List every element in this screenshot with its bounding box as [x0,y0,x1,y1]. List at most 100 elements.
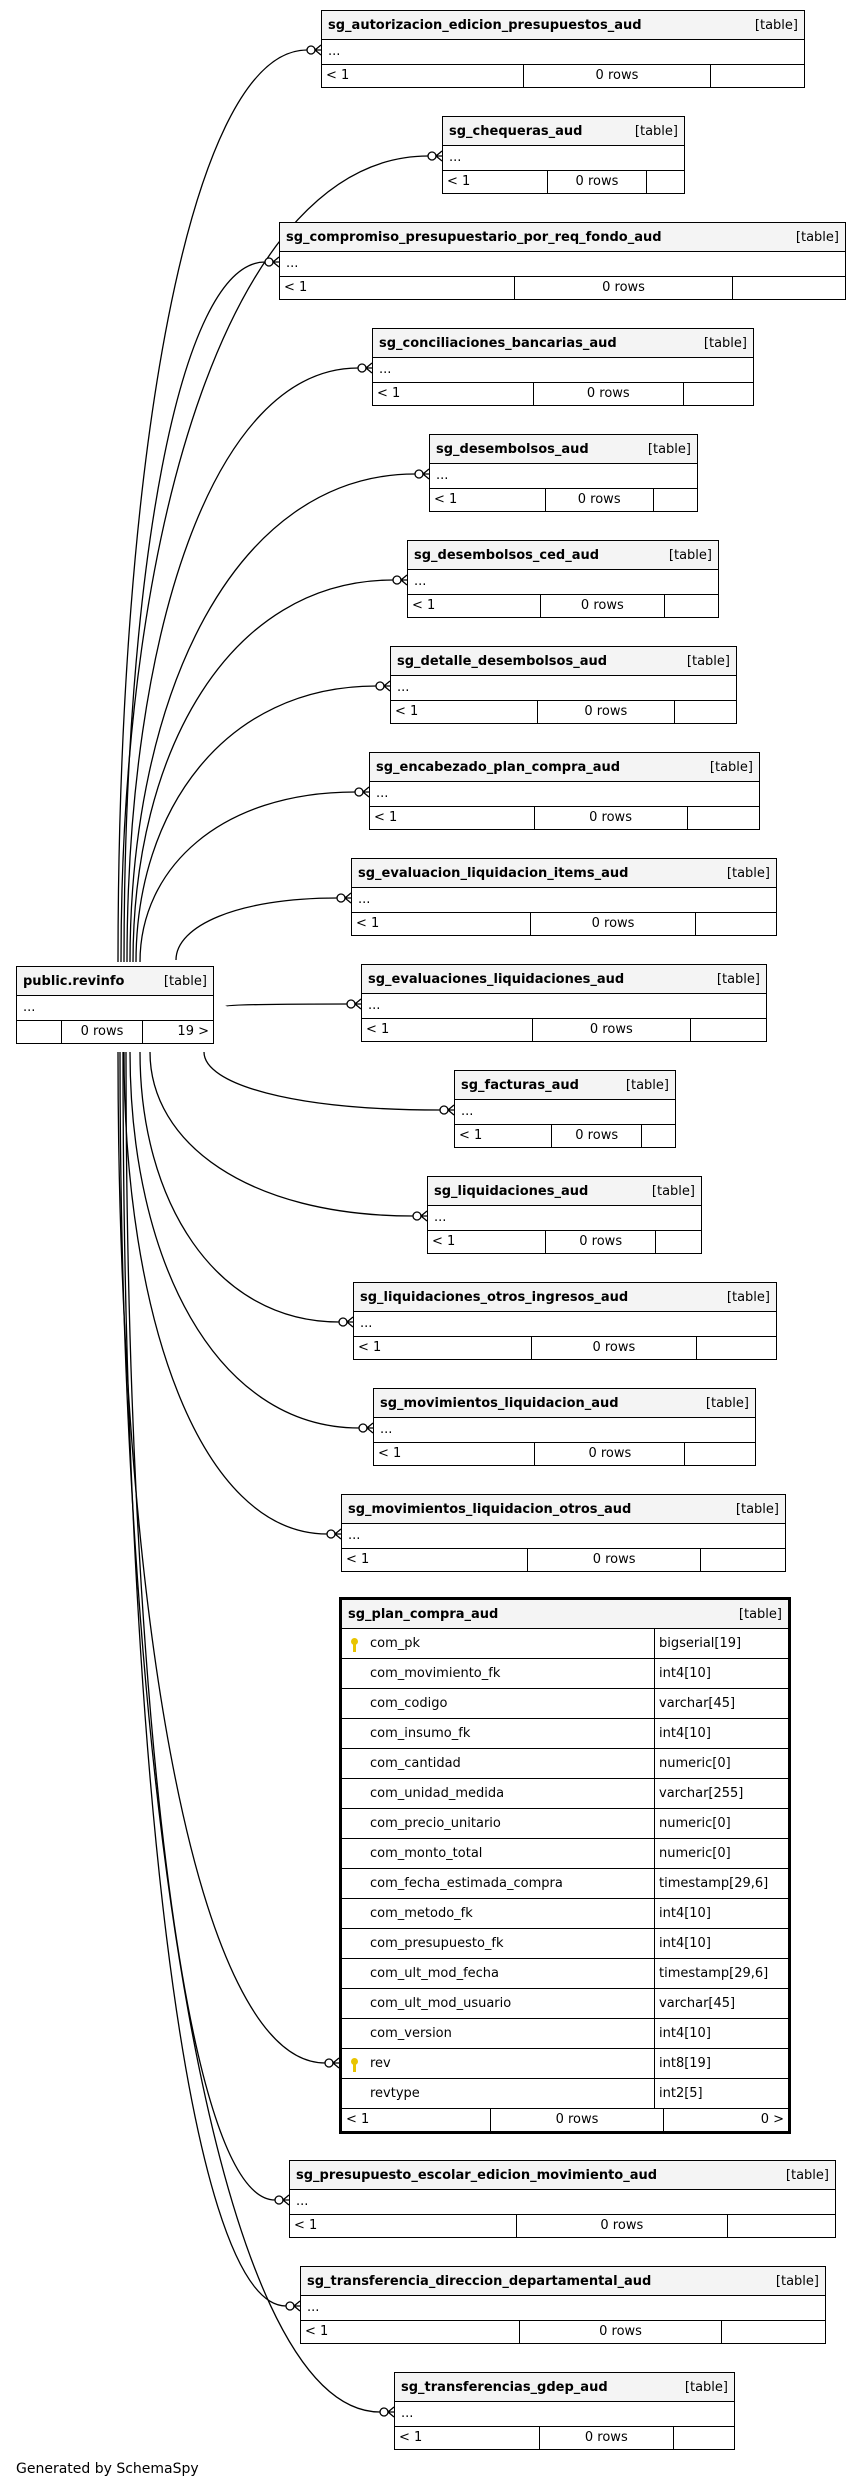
table-header: sg_transferencia_direccion_departamental… [301,2267,825,2296]
columns-ellipsis: ... [354,1312,776,1337]
table-type: [table] [726,865,770,881]
table-sg-movimientos-liquidacion-aud[interactable]: sg_movimientos_liquidacion_aud [table] .… [373,1388,756,1466]
children-count [684,383,753,405]
relationship-edge-sg-plan-compra-aud [117,1051,340,2069]
columns-ellipsis: ... [290,2190,835,2215]
table-sg-evaluacion-liquidacion-items-aud[interactable]: sg_evaluacion_liquidacion_items_aud [tab… [351,858,777,936]
rows-count: 0 rows [552,1125,643,1147]
column-type: int2[5] [659,2086,703,2101]
table-sg-movimientos-liquidacion-otros-aud[interactable]: sg_movimientos_liquidacion_otros_aud [ta… [341,1494,786,1572]
table-footer: < 1 0 rows [301,2321,825,2343]
parents-count[interactable]: < 1 [290,2215,517,2237]
children-count [685,1443,755,1465]
column-type: numeric[0] [659,1756,731,1771]
children-count[interactable]: 0 > [760,2112,784,2127]
table-sg-chequeras-aud[interactable]: sg_chequeras_aud [table] ... < 1 0 rows [442,116,685,194]
table-name: sg_autorizacion_edicion_presupuestos_aud [328,17,642,33]
table-type: [table] [709,759,753,775]
rows-count: 0 rows [538,701,675,723]
parents-count[interactable]: < 1 [455,1125,552,1147]
table-sg-conciliaciones-bancarias-aud[interactable]: sg_conciliaciones_bancarias_aud [table] … [372,328,754,406]
column-row: com_precio_unitario numeric[0] [342,1809,788,1839]
parents-count[interactable]: < 1 [430,489,546,511]
table-public-revinfo[interactable]: public.revinfo [table] ... 0 rows 19 > [16,966,214,1044]
parents-count[interactable]: < 1 [443,171,549,193]
table-sg-encabezado-plan-compra-aud[interactable]: sg_encabezado_plan_compra_aud [table] ..… [369,752,760,830]
table-sg-evaluaciones-liquidaciones-aud[interactable]: sg_evaluaciones_liquidaciones_aud [table… [361,964,767,1042]
table-footer: < 1 0 rows 0 > [342,2109,788,2131]
table-name: sg_liquidaciones_aud [434,1183,589,1199]
table-header: sg_movimientos_liquidacion_otros_aud [ta… [342,1495,785,1524]
columns-ellipsis: ... [391,676,736,701]
table-sg-transferencia-direccion-departamental-aud[interactable]: sg_transferencia_direccion_departamental… [300,2266,826,2344]
table-sg-plan-compra-aud[interactable]: sg_plan_compra_aud [table] com_pk bigser… [339,1597,791,2134]
table-footer: < 1 0 rows [391,701,736,723]
parents-count[interactable]: < 1 [301,2321,520,2343]
parents-count[interactable]: < 1 [362,1019,533,1041]
table-type: [table] [726,1289,770,1305]
table-sg-compromiso-presupuestario-por-req-fondo-aud[interactable]: sg_compromiso_presupuestario_por_req_fon… [279,222,846,300]
children-count [654,489,697,511]
children-count [691,1019,766,1041]
table-header: sg_liquidaciones_otros_ingresos_aud [tab… [354,1283,776,1312]
column-type: int4[10] [659,1726,711,1741]
column-name: com_cantidad [370,1756,461,1771]
parents-count[interactable]: < 1 [342,2109,491,2131]
column-name-cell: com_ult_mod_usuario [342,1989,655,2018]
children-count[interactable]: 19 > [177,1024,209,1039]
table-footer: < 1 0 rows [408,595,718,617]
parents-count[interactable]: < 1 [374,1443,536,1465]
parents-count[interactable]: < 1 [352,913,531,935]
table-header: sg_chequeras_aud [table] [443,117,684,146]
table-sg-presupuesto-escolar-edicion-movimiento-aud[interactable]: sg_presupuesto_escolar_edicion_movimient… [289,2160,836,2238]
parents-count[interactable]: < 1 [370,807,535,829]
column-list: com_pk bigserial[19] com_movimiento_fk i… [342,1629,788,2109]
column-name-cell: com_ult_mod_fecha [342,1959,655,1988]
columns-ellipsis: ... [430,464,697,489]
children-count [642,1125,675,1147]
table-sg-autorizacion-edicion-presupuestos-aud[interactable]: sg_autorizacion_edicion_presupuestos_aud… [321,10,805,88]
rows-count: 0 rows [62,1021,143,1043]
table-sg-facturas-aud[interactable]: sg_facturas_aud [table] ... < 1 0 rows [454,1070,676,1148]
children-count [711,65,804,87]
table-name: sg_evaluacion_liquidacion_items_aud [358,865,629,881]
table-sg-desembolsos-ced-aud[interactable]: sg_desembolsos_ced_aud [table] ... < 1 0… [407,540,719,618]
table-sg-desembolsos-aud[interactable]: sg_desembolsos_aud [table] ... < 1 0 row… [429,434,698,512]
table-footer: < 1 0 rows [352,913,776,935]
column-type: varchar[45] [659,1996,736,2011]
table-footer: < 1 0 rows [430,489,697,511]
column-name: revtype [370,2086,420,2101]
columns-ellipsis: ... [428,1206,701,1231]
table-sg-detalle-desembolsos-aud[interactable]: sg_detalle_desembolsos_aud [table] ... <… [390,646,737,724]
table-footer: < 1 0 rows [322,65,804,87]
relationship-edge-sg-encabezado-plan-compra-aud [139,786,370,963]
column-name-cell: com_codigo [342,1689,655,1718]
parents-count[interactable]: < 1 [373,383,534,405]
table-type: [table] [775,2273,819,2289]
table-footer: < 1 0 rows [354,1337,776,1359]
parents-count[interactable]: < 1 [342,1549,529,1571]
table-sg-liquidaciones-aud[interactable]: sg_liquidaciones_aud [table] ... < 1 0 r… [427,1176,702,1254]
relationship-edge-sg-transferencias-gdep-aud [119,1051,395,2418]
key-icon [351,2058,358,2072]
columns-ellipsis: ... [362,994,766,1019]
table-footer: < 1 0 rows [342,1549,785,1571]
columns-ellipsis: ... [352,888,776,913]
parents-count[interactable]: < 1 [280,277,515,299]
table-name: sg_encabezado_plan_compra_aud [376,759,621,775]
parents-count[interactable]: < 1 [354,1337,532,1359]
column-name: com_pk [370,1636,421,1651]
table-name: sg_evaluaciones_liquidaciones_aud [368,971,625,987]
parents-count[interactable]: < 1 [322,65,524,87]
parents-count[interactable]: < 1 [391,701,538,723]
parents-count[interactable]: < 1 [395,2427,540,2449]
table-type: [table] [735,1501,779,1517]
columns-ellipsis: ... [408,570,718,595]
table-sg-liquidaciones-otros-ingresos-aud[interactable]: sg_liquidaciones_otros_ingresos_aud [tab… [353,1282,777,1360]
table-sg-transferencias-gdep-aud[interactable]: sg_transferencias_gdep_aud [table] ... <… [394,2372,735,2450]
parents-count[interactable]: < 1 [428,1231,547,1253]
table-header: sg_detalle_desembolsos_aud [table] [391,647,736,676]
table-header: sg_desembolsos_aud [table] [430,435,697,464]
parents-count[interactable]: < 1 [408,595,541,617]
table-type: [table] [705,1395,749,1411]
